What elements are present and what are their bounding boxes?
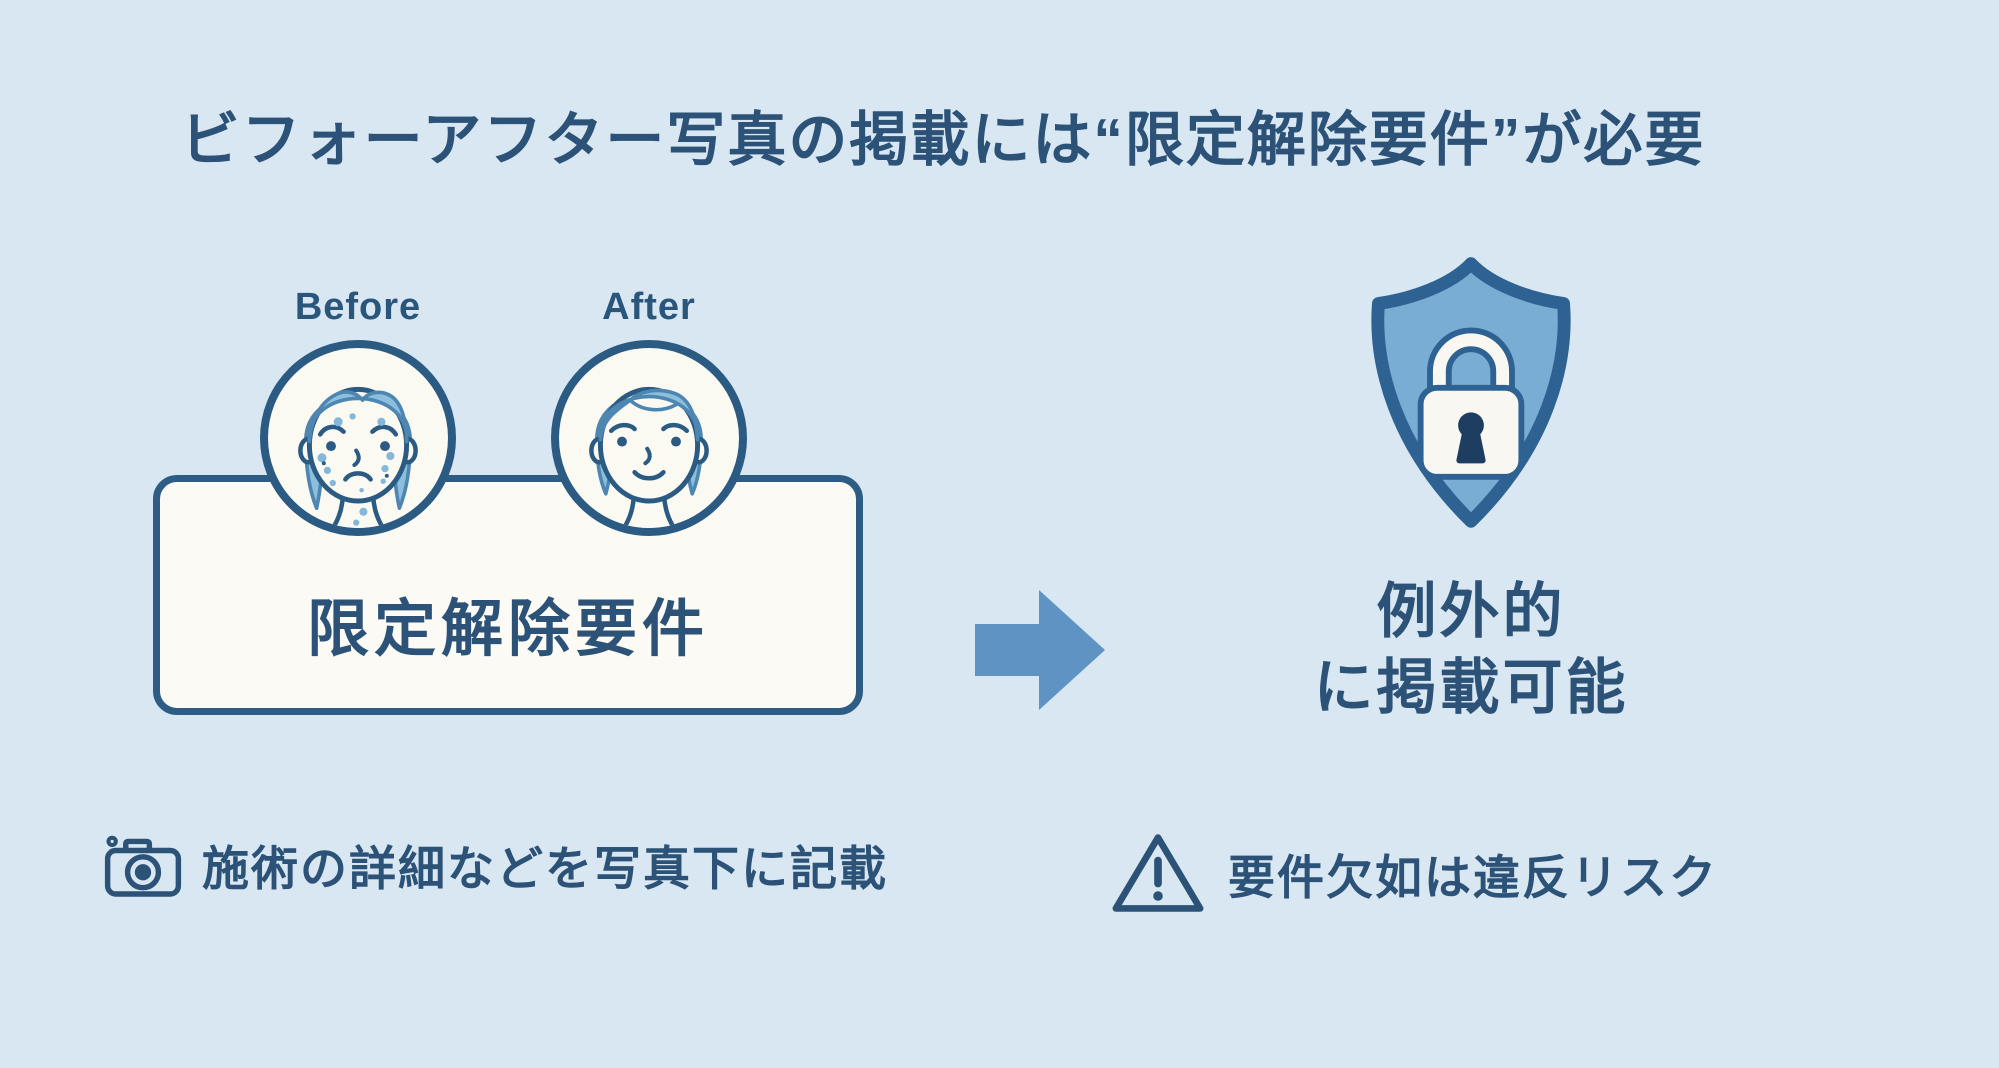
result-line1: 例外的 bbox=[1376, 578, 1566, 645]
right-arrow-icon bbox=[975, 588, 1107, 712]
after-label: After bbox=[602, 286, 696, 328]
camera-icon bbox=[104, 835, 182, 897]
note-violation-risk: 要件欠如は違反リスク bbox=[1108, 828, 1718, 918]
note-photo-caption-text: 施術の詳細などを写真下に記載 bbox=[202, 842, 888, 895]
requirement-box bbox=[153, 475, 863, 715]
smiling-face-icon bbox=[589, 386, 709, 528]
note-photo-caption: 施術の詳細などを写真下に記載 bbox=[104, 830, 888, 899]
warning-triangle-icon bbox=[1112, 834, 1204, 912]
before-portrait bbox=[260, 340, 456, 536]
requirement-box-label: 限定解除要件 bbox=[306, 595, 709, 664]
sad-face-acne-icon bbox=[298, 386, 418, 528]
page-title: ビフォーアフター写真の掲載には“限定解除要件”が必要 bbox=[180, 107, 1706, 173]
after-portrait bbox=[551, 340, 747, 536]
before-label: Before bbox=[294, 286, 422, 328]
result-text: 例外的 に掲載可能 bbox=[1271, 574, 1671, 725]
shield-lock-icon bbox=[1348, 246, 1594, 546]
result-line2: に掲載可能 bbox=[1313, 653, 1629, 721]
note-violation-risk-text: 要件欠如は違反リスク bbox=[1228, 850, 1718, 904]
